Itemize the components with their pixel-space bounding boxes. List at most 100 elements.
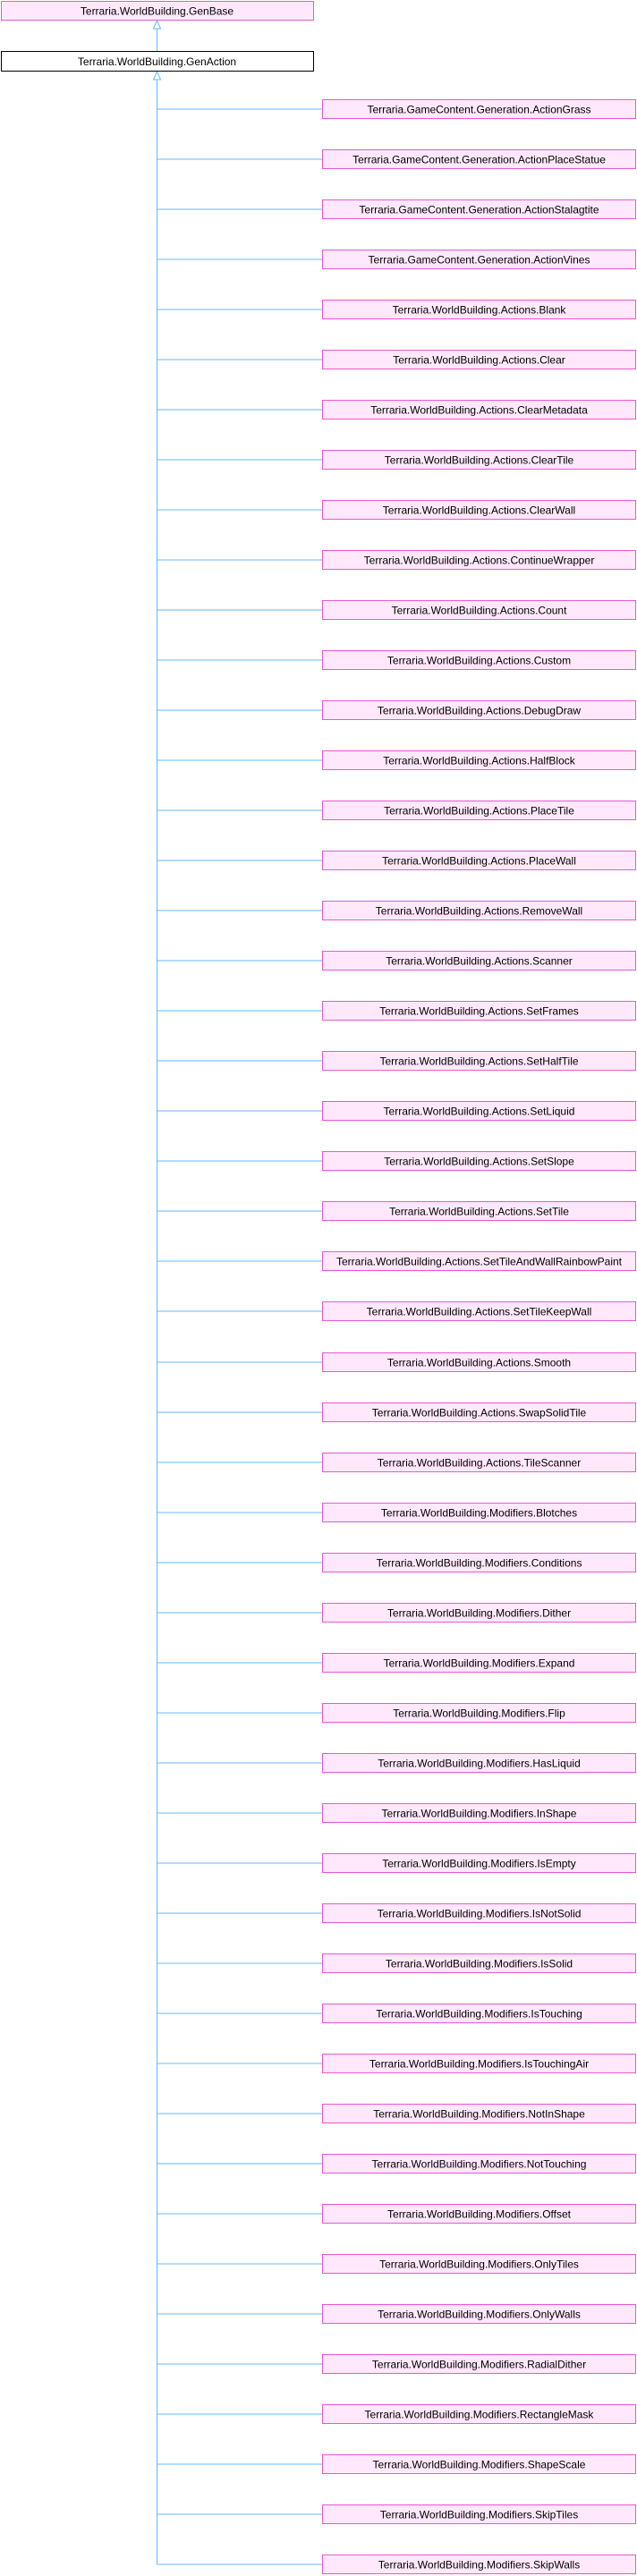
subclass-node[interactable]: Terraria.WorldBuilding.Actions.TileScann…: [322, 1453, 636, 1472]
subclass-node[interactable]: Terraria.WorldBuilding.Modifiers.SkipWal…: [322, 2555, 636, 2574]
subclass-node[interactable]: Terraria.WorldBuilding.Modifiers.NotInSh…: [322, 2104, 636, 2123]
subclass-node[interactable]: Terraria.WorldBuilding.Actions.SetFrames: [322, 1001, 636, 1021]
subclass-node-label: Terraria.WorldBuilding.Modifiers.NotInSh…: [373, 2108, 585, 2121]
subclass-node[interactable]: Terraria.WorldBuilding.Modifiers.IsSolid: [322, 1953, 636, 1973]
subclass-node-label: Terraria.WorldBuilding.Modifiers.Conditi…: [377, 1557, 582, 1570]
genbase-node-box: [1, 1, 314, 21]
subclass-node-box: [322, 1301, 636, 1321]
subclass-node-label: Terraria.WorldBuilding.Actions.Custom: [387, 655, 571, 667]
subclass-node[interactable]: Terraria.WorldBuilding.Modifiers.Conditi…: [322, 1553, 636, 1572]
subclass-node[interactable]: Terraria.WorldBuilding.Modifiers.Flip: [322, 1703, 636, 1723]
subclass-node-label: Terraria.WorldBuilding.Actions.Blank: [393, 304, 567, 317]
subclass-node[interactable]: Terraria.WorldBuilding.Modifiers.HasLiqu…: [322, 1753, 636, 1773]
subclass-node[interactable]: Terraria.GameContent.Generation.ActionGr…: [322, 99, 636, 119]
subclass-node[interactable]: Terraria.WorldBuilding.Actions.ClearMeta…: [322, 400, 636, 419]
subclass-node-box: [322, 149, 636, 169]
subclass-node[interactable]: Terraria.GameContent.Generation.ActionSt…: [322, 199, 636, 219]
subclass-node[interactable]: Terraria.WorldBuilding.Modifiers.IsTouch…: [322, 2004, 636, 2023]
subclass-node[interactable]: Terraria.WorldBuilding.Actions.Count: [322, 600, 636, 620]
subclass-node[interactable]: Terraria.WorldBuilding.Actions.SetHalfTi…: [322, 1051, 636, 1071]
subclass-node-label: Terraria.WorldBuilding.Modifiers.IsEmpty: [382, 1858, 576, 1870]
subclass-node[interactable]: Terraria.WorldBuilding.Modifiers.OnlyWal…: [322, 2304, 636, 2324]
subclass-node-label: Terraria.WorldBuilding.Modifiers.OnlyWal…: [378, 2309, 581, 2321]
subclass-node[interactable]: Terraria.GameContent.Generation.ActionPl…: [322, 149, 636, 169]
subclass-node[interactable]: Terraria.WorldBuilding.Modifiers.InShape: [322, 1803, 636, 1823]
subclass-node-label: Terraria.WorldBuilding.Modifiers.NotTouc…: [372, 2158, 587, 2171]
subclass-node-label: Terraria.WorldBuilding.Modifiers.Rectang…: [365, 2409, 595, 2421]
subclass-node-box: [322, 1402, 636, 1422]
subclass-node-label: Terraria.WorldBuilding.Actions.SetLiquid: [384, 1106, 575, 1118]
subclass-node[interactable]: Terraria.WorldBuilding.Actions.RemoveWal…: [322, 901, 636, 920]
subclass-node-box: [322, 951, 636, 970]
subclass-node-label: Terraria.WorldBuilding.Actions.ClearMeta…: [370, 404, 588, 417]
subclass-node-box: [322, 801, 636, 820]
subclass-node-label: Terraria.WorldBuilding.Actions.TileScann…: [378, 1457, 581, 1470]
subclass-node-label: Terraria.WorldBuilding.Actions.Clear: [393, 354, 565, 367]
subclass-node-label: Terraria.WorldBuilding.Modifiers.Offset: [387, 2208, 572, 2221]
subclass-node[interactable]: Terraria.WorldBuilding.Actions.Clear: [322, 350, 636, 369]
subclass-node[interactable]: Terraria.WorldBuilding.Modifiers.IsNotSo…: [322, 1903, 636, 1923]
subclass-node[interactable]: Terraria.WorldBuilding.Actions.ClearTile: [322, 450, 636, 470]
arrow-head: [152, 19, 162, 30]
subclass-node-box: [322, 2504, 636, 2524]
subclass-node[interactable]: Terraria.WorldBuilding.Actions.SetTile: [322, 1201, 636, 1221]
subclass-node-label: Terraria.WorldBuilding.Actions.SetFrames: [379, 1005, 579, 1018]
subclass-node-box: [322, 300, 636, 319]
genaction-node[interactable]: Terraria.WorldBuilding.GenAction: [1, 51, 314, 72]
subclass-node[interactable]: Terraria.WorldBuilding.Actions.Scanner: [322, 951, 636, 970]
subclass-node[interactable]: Terraria.WorldBuilding.Modifiers.Rectang…: [322, 2404, 636, 2424]
subclass-node-label: Terraria.WorldBuilding.Modifiers.IsTouch…: [369, 2058, 589, 2071]
subclass-node[interactable]: Terraria.WorldBuilding.Actions.Blank: [322, 300, 636, 319]
subclass-node-label: Terraria.WorldBuilding.Modifiers.Expand: [384, 1657, 575, 1670]
subclass-node[interactable]: Terraria.WorldBuilding.Modifiers.Offset: [322, 2204, 636, 2224]
subclass-node[interactable]: Terraria.WorldBuilding.Actions.SetTileKe…: [322, 1301, 636, 1321]
subclass-node[interactable]: Terraria.WorldBuilding.Actions.SetTileAn…: [322, 1251, 636, 1271]
subclass-node[interactable]: Terraria.GameContent.Generation.ActionVi…: [322, 250, 636, 269]
inheritance-edges: [152, 19, 322, 2565]
subclass-node[interactable]: Terraria.WorldBuilding.Modifiers.NotTouc…: [322, 2154, 636, 2174]
subclass-node[interactable]: Terraria.WorldBuilding.Actions.ClearWall: [322, 500, 636, 520]
subclass-node-box: [322, 1603, 636, 1623]
subclass-node-label: Terraria.WorldBuilding.Modifiers.Flip: [393, 1707, 565, 1720]
subclass-node[interactable]: Terraria.WorldBuilding.Modifiers.RadialD…: [322, 2354, 636, 2374]
subclass-node[interactable]: Terraria.WorldBuilding.Actions.SetSlope: [322, 1151, 636, 1171]
subclass-node-box: [322, 2304, 636, 2324]
subclass-node-box: [322, 1201, 636, 1221]
subclass-node-label: Terraria.WorldBuilding.Actions.PlaceWall: [382, 855, 576, 868]
subclass-node[interactable]: Terraria.WorldBuilding.Actions.Smooth: [322, 1352, 636, 1372]
subclass-node-label: Terraria.WorldBuilding.Actions.ClearTile: [385, 454, 574, 467]
subclass-node-box: [322, 2454, 636, 2474]
subclass-node[interactable]: Terraria.WorldBuilding.Modifiers.SkipTil…: [322, 2504, 636, 2524]
subclass-node-box: [322, 199, 636, 219]
subclass-node[interactable]: Terraria.WorldBuilding.Modifiers.IsTouch…: [322, 2054, 636, 2073]
subclass-node-box: [322, 2555, 636, 2574]
subclass-node-box: [322, 400, 636, 419]
subclass-node[interactable]: Terraria.WorldBuilding.Modifiers.Blotche…: [322, 1503, 636, 1522]
subclass-node[interactable]: Terraria.WorldBuilding.Actions.PlaceTile: [322, 801, 636, 820]
subclass-node-box: [322, 1352, 636, 1372]
genbase-node[interactable]: Terraria.WorldBuilding.GenBase: [1, 1, 314, 21]
subclass-node[interactable]: Terraria.WorldBuilding.Modifiers.IsEmpty: [322, 1853, 636, 1873]
subclass-node-label: Terraria.WorldBuilding.Modifiers.SkipWal…: [378, 2559, 580, 2572]
subclass-node[interactable]: Terraria.WorldBuilding.Actions.Custom: [322, 650, 636, 670]
subclass-node-label: Terraria.WorldBuilding.Modifiers.ShapeSc…: [373, 2459, 586, 2471]
subclass-node-label: Terraria.WorldBuilding.Actions.SetHalfTi…: [379, 1055, 578, 1068]
subclass-node-label: Terraria.WorldBuilding.Actions.HalfBlock: [383, 755, 576, 767]
subclass-node[interactable]: Terraria.WorldBuilding.Actions.DebugDraw: [322, 700, 636, 720]
subclass-node-box: [322, 450, 636, 470]
subclass-node-label: Terraria.WorldBuilding.Actions.SetTileAn…: [336, 1256, 623, 1268]
subclass-node-box: [322, 1953, 636, 1973]
subclass-node[interactable]: Terraria.WorldBuilding.Actions.ContinueW…: [322, 550, 636, 570]
subclass-node[interactable]: Terraria.WorldBuilding.Actions.SetLiquid: [322, 1101, 636, 1121]
subclass-node[interactable]: Terraria.WorldBuilding.Modifiers.ShapeSc…: [322, 2454, 636, 2474]
subclass-node[interactable]: Terraria.WorldBuilding.Actions.SwapSolid…: [322, 1402, 636, 1422]
arrow-head: [152, 70, 162, 80]
subclass-node-label: Terraria.GameContent.Generation.ActionPl…: [352, 154, 606, 166]
subclass-node[interactable]: Terraria.WorldBuilding.Actions.HalfBlock: [322, 750, 636, 770]
subclass-node[interactable]: Terraria.WorldBuilding.Modifiers.Dither: [322, 1603, 636, 1623]
subclass-node[interactable]: Terraria.WorldBuilding.Actions.PlaceWall: [322, 851, 636, 870]
subclass-node[interactable]: Terraria.WorldBuilding.Modifiers.OnlyTil…: [322, 2254, 636, 2274]
subclass-node[interactable]: Terraria.WorldBuilding.Modifiers.Expand: [322, 1653, 636, 1673]
subclass-node-box: [322, 99, 636, 119]
